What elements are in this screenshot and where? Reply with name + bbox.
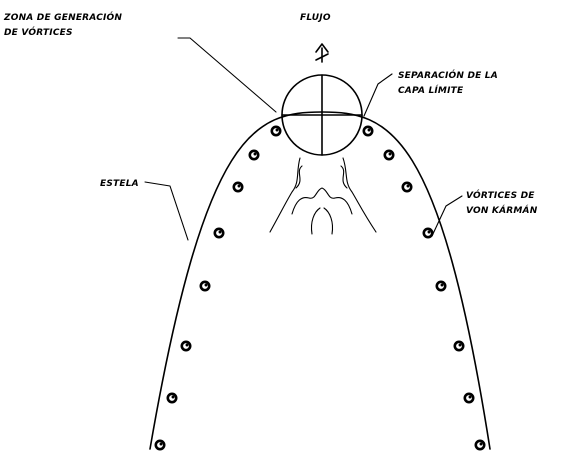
vortex-left [156,441,164,449]
vortex-right [424,229,432,237]
vortex-left [272,127,280,135]
flow-arrow [316,44,328,62]
vortex-right [403,183,411,191]
zona-leader-line [178,38,276,112]
vortex-left [182,342,190,350]
vortices-label-line2: VON KÁRMÁN [466,204,538,216]
separated-flow-sketch [270,158,376,234]
vortex-left [250,151,258,159]
separacion-label-line1: SEPARACIÓN DE LA [398,69,498,81]
estela-label: ESTELA [100,179,139,189]
vortex-right [476,441,484,449]
vortices-leader-line [432,196,462,236]
separacion-label-line2: CAPA LÍMITE [398,84,464,96]
zona-label-line1: ZONA DE GENERACIÓN [3,11,122,23]
vortex-right [465,394,473,402]
vortices-label-line1: VÓRTICES DE [466,189,535,201]
flujo-label: FLUJO [300,13,331,23]
zona-label-line2: DE VÓRTICES [4,26,73,38]
estela-leader-line [145,182,188,240]
vortex-right [364,127,372,135]
vortex-right [455,342,463,350]
separacion-leader-line [364,74,392,116]
vortex-right [437,282,445,290]
vortex-left [168,394,176,402]
von-karman-vortices [156,127,484,449]
vortex-left [215,229,223,237]
cylinder [282,75,362,155]
vortex-left [201,282,209,290]
wake-envelope-curve [150,112,490,449]
vortex-left [234,183,242,191]
vortex-right [385,151,393,159]
